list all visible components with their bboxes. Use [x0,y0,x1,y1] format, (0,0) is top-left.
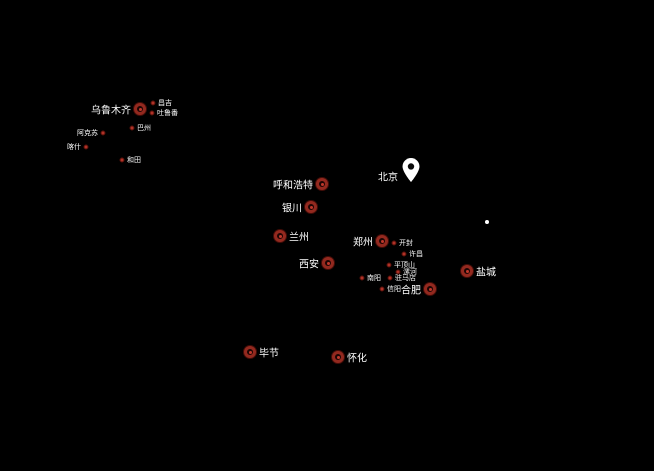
city-label: 信阳 [387,286,401,293]
city-label: 郑州 [353,237,373,249]
city-label: 和田 [127,157,141,164]
city-dot[interactable] [150,100,156,106]
city-marker[interactable] [305,201,317,213]
city-label: 毕节 [259,348,279,360]
city-dot[interactable] [391,240,397,246]
city-marker[interactable] [134,103,146,115]
city-dot[interactable] [83,144,89,150]
city-label: 阿克苏 [77,130,98,137]
city-label: 驻马店 [395,275,416,282]
city-dot[interactable] [387,275,393,281]
city-dot[interactable] [100,130,106,136]
city-dot[interactable] [386,262,392,268]
city-marker[interactable] [461,265,473,277]
city-dot[interactable] [379,286,385,292]
city-marker[interactable] [424,283,436,295]
city-label: 西安 [299,259,319,271]
city-marker[interactable] [332,351,344,363]
city-label: 呼和浩特 [273,180,313,192]
city-label: 喀什 [67,144,81,151]
city-dot[interactable] [129,125,135,131]
city-label: 盐城 [476,267,496,279]
city-label: 许昌 [409,251,423,258]
city-dot[interactable] [119,157,125,163]
city-label: 兰州 [289,232,309,244]
city-label: 乌鲁木齐 [91,105,131,117]
city-label: 南阳 [367,275,381,282]
location-pin-icon[interactable] [402,158,420,182]
city-label: 怀化 [347,353,367,365]
unlabeled-white-dot [485,220,489,224]
city-marker[interactable] [316,178,328,190]
city-label: 巴州 [137,125,151,132]
city-label: 开封 [399,240,413,247]
city-label: 平顶山 [394,262,415,269]
city-label: 合肥 [401,285,421,297]
city-label: 吐鲁番 [157,110,178,117]
city-marker[interactable] [244,346,256,358]
city-label: 昌吉 [158,100,172,107]
city-label: 漯河 [403,269,417,276]
city-label: 银川 [282,203,302,215]
city-marker[interactable] [274,230,286,242]
city-dot[interactable] [401,251,407,257]
city-marker[interactable] [322,257,334,269]
city-marker[interactable] [376,235,388,247]
city-dot[interactable] [149,110,155,116]
beijing-label: 北京 [378,172,398,184]
city-dot[interactable] [395,269,401,275]
city-dot[interactable] [359,275,365,281]
